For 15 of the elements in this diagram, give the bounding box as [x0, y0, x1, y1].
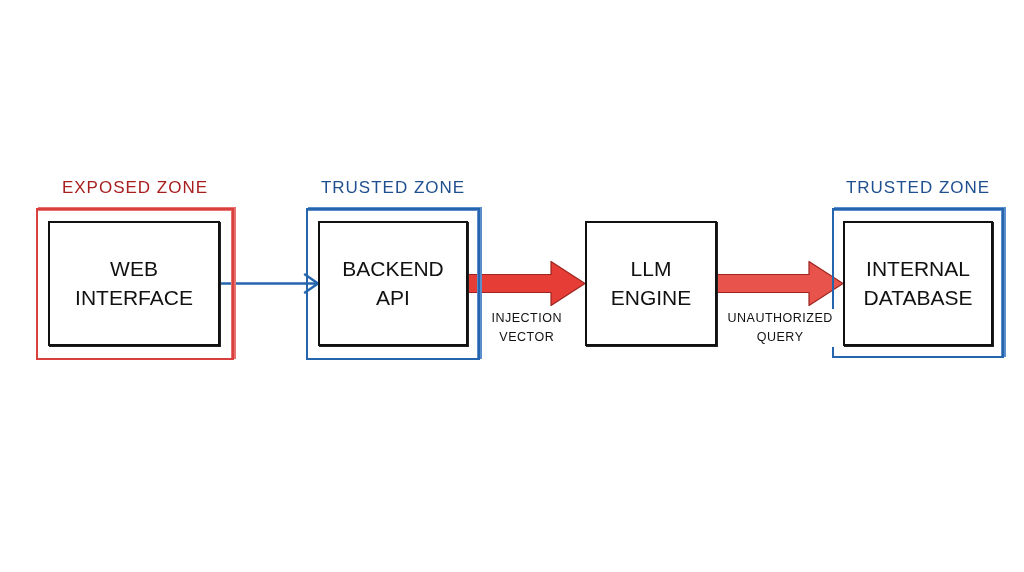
zone-label: EXPOSED ZONE: [60, 178, 210, 198]
box-label: WEB INTERFACE: [74, 256, 194, 311]
process-box: [843, 221, 993, 346]
arrow: [220, 273, 320, 294]
box-label: BACKEND API: [341, 256, 445, 311]
block-arrow: [716, 260, 844, 307]
block-arrow: [467, 260, 586, 307]
process-box: [585, 221, 717, 346]
box-label: INTERNAL DATABASE: [862, 256, 974, 311]
box-label: LLM ENGINE: [609, 256, 693, 311]
process-box: [318, 221, 468, 346]
process-box: [48, 221, 220, 346]
edge-label: UNAUTHORIZED QUERY: [726, 308, 834, 348]
zone-label: TRUSTED ZONE: [319, 178, 467, 198]
zone-label: TRUSTED ZONE: [844, 178, 992, 198]
